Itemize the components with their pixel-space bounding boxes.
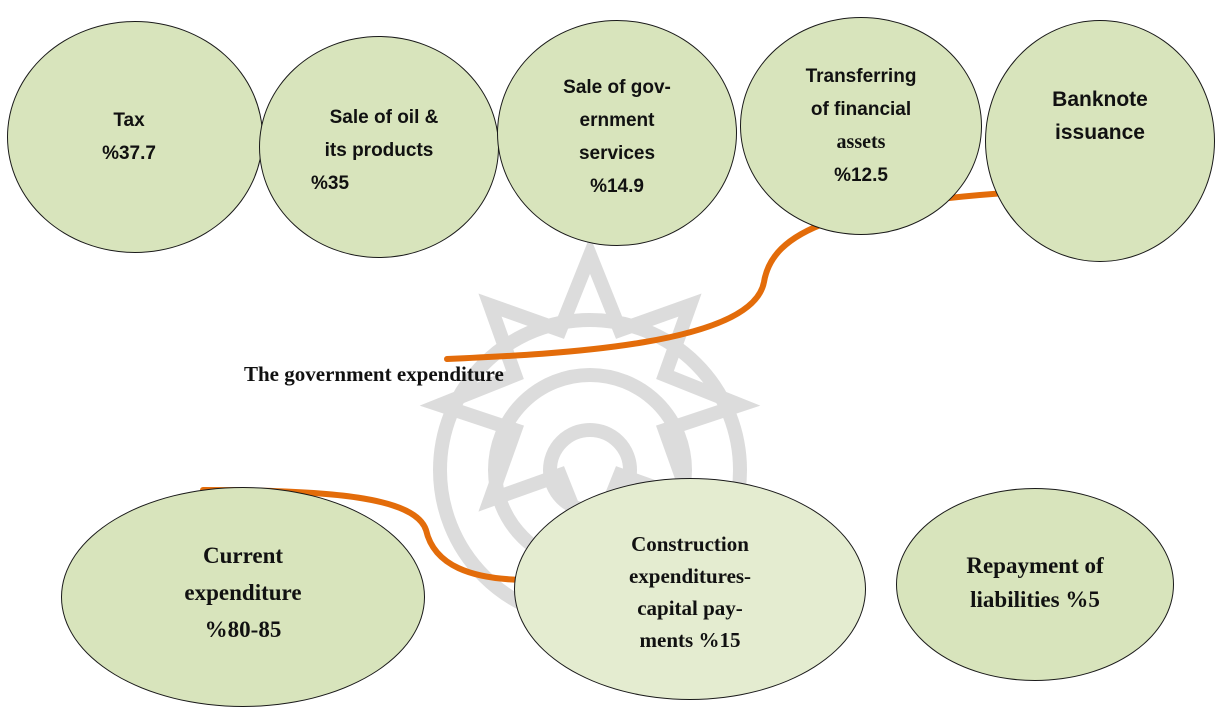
node-tax-line-2: %37.7: [102, 143, 156, 164]
node-tax-line-1: Tax: [113, 110, 145, 131]
node-construction-expenditures: Construction expenditures- capital pay- …: [514, 478, 866, 700]
diagram-caption: The government expenditure: [244, 362, 504, 386]
node-sale-of-oil-line-2: its products: [324, 139, 434, 161]
node-tax: Tax %37.7: [7, 21, 263, 253]
node-financial-assets-line-3: assets: [836, 131, 886, 153]
node-current-expenditure-line-1: Current: [202, 542, 284, 568]
node-banknote-issuance-line-2: issuance: [1055, 121, 1145, 144]
node-construction-expenditures-line-1: Construction: [631, 532, 749, 556]
node-sale-of-oil-line-3: %35: [311, 172, 350, 194]
node-banknote-issuance-line-1: Banknote: [1052, 88, 1148, 111]
node-current-expenditure-line-3: %80-85: [204, 616, 282, 642]
node-sale-of-oil-line-1: Sale of oil &: [329, 106, 439, 128]
node-current-expenditure: Current expenditure %80-85: [61, 487, 425, 707]
node-government-services: Sale of gov- ernment services %14.9: [497, 20, 737, 246]
node-government-services-line-1: Sale of gov-: [563, 77, 671, 98]
node-financial-assets-line-2: of financial: [810, 99, 912, 120]
node-repayment-of-liabilities-line-1: Repayment of: [966, 552, 1104, 578]
node-financial-assets: Transferring of financial assets %12.5: [740, 17, 982, 235]
node-financial-assets-line-1: Transferring: [805, 66, 917, 87]
node-repayment-of-liabilities: Repayment of liabilities %5: [896, 488, 1174, 681]
node-sale-of-oil: Sale of oil & its products %35: [259, 36, 499, 258]
node-government-services-line-4: %14.9: [590, 176, 644, 197]
node-construction-expenditures-line-2: expenditures-: [628, 564, 752, 588]
node-construction-expenditures-line-3: capital pay-: [637, 596, 743, 620]
node-government-services-line-2: ernment: [579, 110, 655, 131]
node-current-expenditure-line-2: expenditure: [184, 579, 302, 605]
node-repayment-of-liabilities-line-2: liabilities %5: [970, 586, 1100, 612]
node-banknote-issuance: Banknote issuance: [985, 20, 1215, 262]
node-construction-expenditures-line-4: ments %15: [639, 628, 741, 652]
node-financial-assets-line-4: %12.5: [834, 165, 888, 186]
node-government-services-line-3: services: [578, 143, 656, 164]
